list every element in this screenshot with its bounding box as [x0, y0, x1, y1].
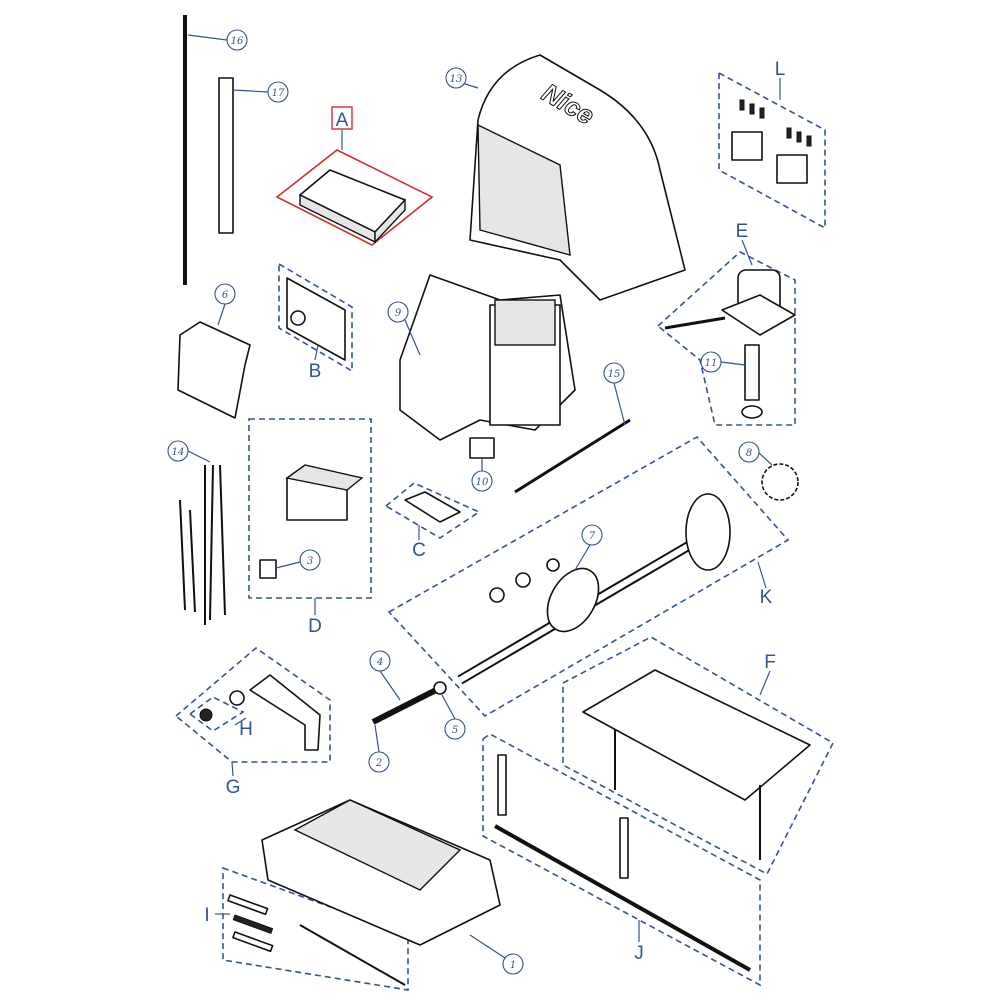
callout-14: 14: [167, 440, 189, 462]
release-lever-G: [199, 674, 321, 751]
transformer-D: [259, 464, 364, 579]
svg-text:2: 2: [375, 758, 382, 769]
pinion-8: [761, 463, 799, 501]
base-1: [261, 799, 501, 946]
board-B: [286, 277, 346, 361]
group-outline-B: [278, 262, 353, 373]
terminal-C: [404, 491, 461, 523]
label-L: L: [775, 59, 786, 80]
label-J: J: [634, 943, 644, 964]
svg-text:17: 17: [272, 88, 285, 99]
callout-13: 13: [445, 67, 467, 89]
svg-text:11: 11: [705, 358, 718, 369]
motor-housing-9: [399, 274, 576, 441]
group-outline-L: [718, 71, 826, 230]
svg-text:9: 9: [395, 308, 402, 319]
svg-text:4: 4: [376, 657, 383, 668]
label-K: K: [760, 587, 773, 608]
group-outline-E: [656, 251, 796, 426]
group-outline-K: [387, 435, 790, 718]
label-A: A: [336, 110, 349, 131]
callout-11: 11: [700, 351, 722, 373]
plate-F: [582, 669, 811, 860]
label-F: F: [764, 652, 776, 673]
label-G: G: [226, 777, 241, 798]
worm-screw-11: [741, 344, 763, 419]
label-H: H: [239, 719, 253, 740]
svg-text:3: 3: [307, 556, 313, 567]
callout-8: 8: [738, 441, 760, 463]
callout-2: 2: [368, 751, 390, 773]
connector-10: [469, 437, 495, 459]
control-board-A: [299, 169, 406, 244]
group-outline-D: [248, 418, 372, 599]
label-C: C: [412, 540, 426, 561]
svg-text:15: 15: [608, 369, 621, 380]
motor-E: [664, 269, 796, 336]
callout-17: 17: [267, 81, 289, 103]
svg-text:6: 6: [222, 290, 229, 301]
limit-switches-L: [731, 99, 812, 184]
callout-10: 10: [471, 470, 493, 492]
cover-13: Nice: [469, 54, 686, 301]
label-B: B: [309, 361, 322, 382]
group-outline-C: [384, 482, 481, 539]
rack-J: [494, 754, 751, 972]
group-outline-H: [188, 696, 245, 732]
svg-text:8: 8: [746, 448, 752, 459]
callout-3: 3: [299, 549, 321, 571]
group-outline-A-highlight: [275, 149, 434, 246]
callout-1: 1: [502, 953, 524, 975]
callout-6: 6: [214, 283, 236, 305]
svg-text:1: 1: [510, 960, 516, 971]
callout-16: 16: [226, 29, 248, 51]
label-A-box: [331, 106, 353, 130]
callout-5: 5: [444, 718, 466, 740]
svg-text:13: 13: [450, 74, 463, 85]
label-D: D: [308, 616, 322, 637]
group-outline-J: [482, 733, 761, 987]
svg-text:7: 7: [589, 531, 596, 542]
cable-tie-15: [514, 418, 631, 494]
harness-14: [179, 464, 226, 625]
callout-9: 9: [387, 301, 409, 323]
label-E: E: [736, 221, 749, 242]
group-outline-F: [562, 636, 835, 876]
svg-text:16: 16: [231, 36, 244, 47]
strip-17: [218, 77, 234, 234]
gearbox-K: [457, 493, 731, 685]
shaft-4-2: [371, 681, 447, 725]
svg-text:5: 5: [452, 725, 458, 736]
label-I: I: [204, 905, 209, 926]
svg-text:10: 10: [476, 477, 489, 488]
callout-7: 7: [581, 524, 603, 546]
svg-text:14: 14: [172, 447, 185, 458]
callout-15: 15: [603, 362, 625, 384]
callout-4: 4: [369, 650, 391, 672]
bracket-6: [177, 321, 251, 419]
accessories-I: [227, 894, 406, 986]
leader-lines: [187, 34, 781, 959]
